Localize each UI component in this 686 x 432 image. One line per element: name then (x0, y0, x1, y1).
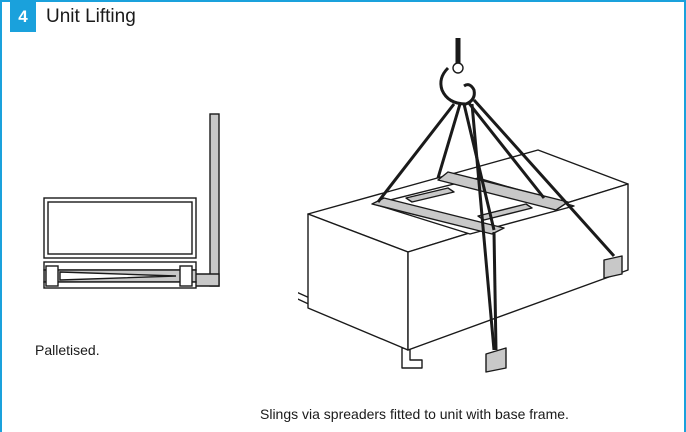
pallet-top (43, 261, 197, 271)
caption-palletised: Palletised. (35, 342, 100, 358)
board-foot (196, 273, 220, 287)
sling-6 (492, 231, 498, 351)
lift-block-middle (485, 347, 507, 373)
sling-4 (466, 101, 546, 199)
pallet-bottom (43, 281, 197, 289)
sling-7 (470, 103, 496, 351)
caption-slings: Slings via spreaders fitted to unit with… (260, 406, 569, 422)
spreader-bar-left (405, 187, 455, 203)
section-header: 4 Unit Lifting (2, 2, 136, 32)
slings (376, 98, 616, 351)
hook (439, 66, 476, 106)
section-title: Unit Lifting (46, 6, 136, 27)
pallet-slope (59, 271, 177, 281)
sling-5 (472, 98, 616, 258)
vertical-board (209, 113, 220, 287)
unit-face (47, 201, 193, 255)
sling-2 (436, 103, 462, 179)
spreader-beam-top (437, 171, 569, 211)
lift-block-right (603, 255, 623, 279)
section-number: 4 (10, 2, 36, 32)
pallet-block-right (179, 265, 193, 287)
crane-sling-lifting-illustration (298, 38, 629, 373)
palletised-unit-illustration (43, 113, 220, 289)
sling-1 (376, 103, 456, 203)
pallet-block-left (45, 265, 59, 287)
hook-eye (452, 62, 464, 74)
frame-leg-middle (401, 347, 423, 369)
